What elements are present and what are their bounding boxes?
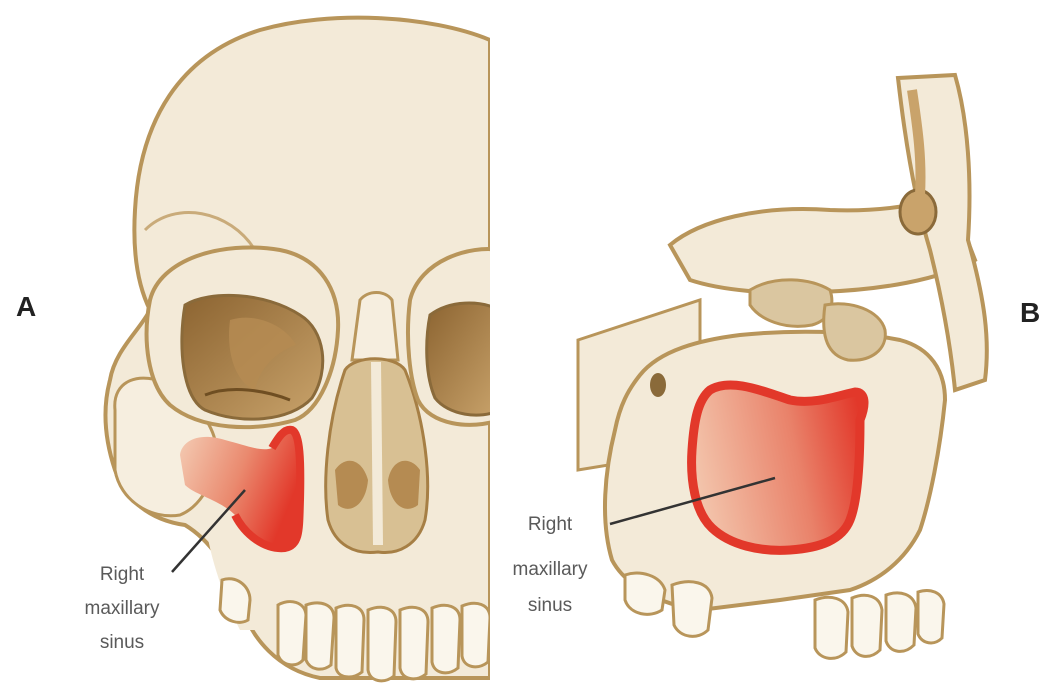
left-orbit-cavity — [427, 303, 500, 415]
callout-b-line-2: maxillary — [513, 559, 588, 580]
infraorbital-foramen — [650, 373, 666, 397]
orbital-process — [750, 280, 832, 326]
nasal-bones — [352, 293, 398, 361]
nasal-septum — [376, 362, 378, 545]
panel-letter-a: A — [16, 291, 36, 322]
callout-b-line-3: sinus — [528, 595, 572, 616]
ethmoid-process — [824, 304, 886, 360]
callout-label-a: Right maxillary sinus — [85, 564, 160, 653]
panel-b — [578, 75, 987, 658]
callout-b-line-1: Right — [528, 514, 573, 535]
callout-a-line-3: sinus — [100, 632, 144, 653]
panel-letter-b: B — [1020, 297, 1039, 328]
panel-a — [105, 18, 500, 681]
callout-label-b: Right maxillary sinus — [513, 514, 588, 616]
callout-a-line-1: Right — [100, 564, 145, 585]
callout-a-line-2: maxillary — [85, 598, 160, 619]
frontal-sinus — [900, 190, 936, 234]
right-maxillary-sinus-b — [692, 385, 864, 550]
